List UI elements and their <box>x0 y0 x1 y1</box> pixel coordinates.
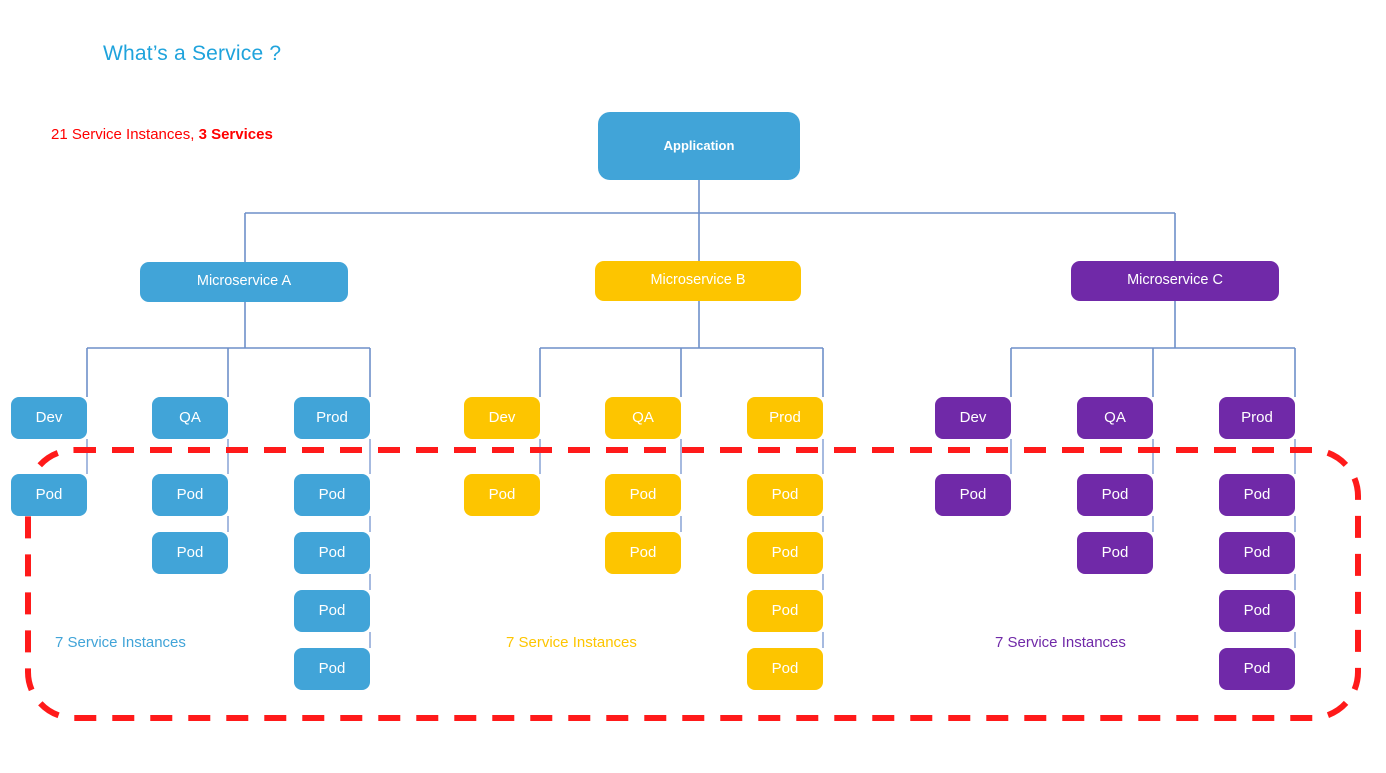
microservice-c-instance-note: 7 Service Instances <box>995 634 1126 651</box>
microservice-b-node[interactable]: Microservice B <box>595 261 801 301</box>
microservice-a-prod-pod-1-label: Pod <box>318 485 346 503</box>
microservice-b-prod-pod-3-label: Pod <box>771 601 799 619</box>
microservice-b-prod-pod-1[interactable]: Pod <box>747 474 823 516</box>
microservice-c-prod-pod-3[interactable]: Pod <box>1219 590 1295 632</box>
microservice-c-prod-pod-1-label: Pod <box>1243 485 1271 503</box>
microservice-b-qa-pod-1[interactable]: Pod <box>605 474 681 516</box>
microservice-a-env-dev-node[interactable]: Dev <box>11 397 87 439</box>
service-count-prefix: 21 Service Instances, <box>51 126 199 143</box>
microservice-c-env-dev-node[interactable]: Dev <box>935 397 1011 439</box>
microservice-c-env-prod-node-label: Prod <box>1241 408 1273 426</box>
application-node-label: Application <box>663 137 735 153</box>
microservice-b-prod-pod-2[interactable]: Pod <box>747 532 823 574</box>
microservice-a-prod-pod-3-label: Pod <box>318 601 346 619</box>
microservice-a-env-dev-node-label: Dev <box>35 408 63 426</box>
microservice-c-prod-pod-3-label: Pod <box>1243 601 1271 619</box>
microservice-a-env-qa-node-label: QA <box>179 408 201 426</box>
microservice-c-env-qa-node[interactable]: QA <box>1077 397 1153 439</box>
microservice-b-prod-pod-2-label: Pod <box>771 543 799 561</box>
page-title: What’s a Service ? <box>103 42 282 65</box>
microservice-c-qa-pod-1-label: Pod <box>1101 485 1129 503</box>
microservice-b-prod-pod-1-label: Pod <box>771 485 799 503</box>
microservice-c-qa-pod-1[interactable]: Pod <box>1077 474 1153 516</box>
microservice-a-qa-pod-2[interactable]: Pod <box>152 532 228 574</box>
microservice-a-instance-note: 7 Service Instances <box>55 634 186 651</box>
microservice-a-node[interactable]: Microservice A <box>140 262 348 302</box>
microservice-a-prod-pod-2-label: Pod <box>318 543 346 561</box>
microservice-b-env-prod-node[interactable]: Prod <box>747 397 823 439</box>
microservice-a-qa-pod-1-label: Pod <box>176 485 204 503</box>
microservice-c-dev-pod-1[interactable]: Pod <box>935 474 1011 516</box>
microservice-c-dev-pod-1-label: Pod <box>959 485 987 503</box>
service-count-emphasis: 3 Services <box>198 126 273 143</box>
microservice-c-env-qa-node-label: QA <box>1104 408 1126 426</box>
microservice-a-env-prod-node[interactable]: Prod <box>294 397 370 439</box>
microservice-b-env-dev-node-label: Dev <box>488 408 516 426</box>
microservice-a-prod-pod-3[interactable]: Pod <box>294 590 370 632</box>
microservice-c-node-label: Microservice C <box>1127 272 1223 289</box>
microservice-c-env-prod-node[interactable]: Prod <box>1219 397 1295 439</box>
microservice-c-prod-pod-2[interactable]: Pod <box>1219 532 1295 574</box>
microservice-b-env-qa-node[interactable]: QA <box>605 397 681 439</box>
application-node[interactable]: Application <box>598 112 800 180</box>
microservice-a-dev-pod-1[interactable]: Pod <box>11 474 87 516</box>
microservice-b-prod-pod-4-label: Pod <box>771 659 799 677</box>
microservice-a-prod-pod-4-label: Pod <box>318 659 346 677</box>
microservice-a-qa-pod-1[interactable]: Pod <box>152 474 228 516</box>
microservice-a-prod-pod-2[interactable]: Pod <box>294 532 370 574</box>
microservice-c-prod-pod-2-label: Pod <box>1243 543 1271 561</box>
microservice-c-prod-pod-4-label: Pod <box>1243 659 1271 677</box>
microservice-b-dev-pod-1-label: Pod <box>488 485 516 503</box>
microservice-b-env-qa-node-label: QA <box>632 408 654 426</box>
microservice-a-prod-pod-1[interactable]: Pod <box>294 474 370 516</box>
microservice-b-dev-pod-1[interactable]: Pod <box>464 474 540 516</box>
microservice-c-prod-pod-1[interactable]: Pod <box>1219 474 1295 516</box>
microservice-a-dev-pod-1-label: Pod <box>35 485 63 503</box>
microservice-b-env-prod-node-label: Prod <box>769 408 801 426</box>
microservice-b-qa-pod-2-label: Pod <box>629 543 657 561</box>
microservice-a-prod-pod-4[interactable]: Pod <box>294 648 370 690</box>
microservice-a-node-label: Microservice A <box>196 273 292 290</box>
microservice-c-node[interactable]: Microservice C <box>1071 261 1279 301</box>
microservice-b-prod-pod-3[interactable]: Pod <box>747 590 823 632</box>
microservice-a-qa-pod-2-label: Pod <box>176 543 204 561</box>
microservice-c-env-dev-node-label: Dev <box>959 408 987 426</box>
microservice-b-qa-pod-1-label: Pod <box>629 485 657 503</box>
microservice-c-qa-pod-2-label: Pod <box>1101 543 1129 561</box>
service-count-note: 21 Service Instances, 3 Services <box>51 126 273 143</box>
microservice-a-env-qa-node[interactable]: QA <box>152 397 228 439</box>
microservice-b-node-label: Microservice B <box>650 272 746 289</box>
microservice-c-qa-pod-2[interactable]: Pod <box>1077 532 1153 574</box>
microservice-b-env-dev-node[interactable]: Dev <box>464 397 540 439</box>
microservice-c-prod-pod-4[interactable]: Pod <box>1219 648 1295 690</box>
microservice-b-prod-pod-4[interactable]: Pod <box>747 648 823 690</box>
microservice-b-qa-pod-2[interactable]: Pod <box>605 532 681 574</box>
microservice-b-instance-note: 7 Service Instances <box>506 634 637 651</box>
microservice-a-env-prod-node-label: Prod <box>316 408 348 426</box>
